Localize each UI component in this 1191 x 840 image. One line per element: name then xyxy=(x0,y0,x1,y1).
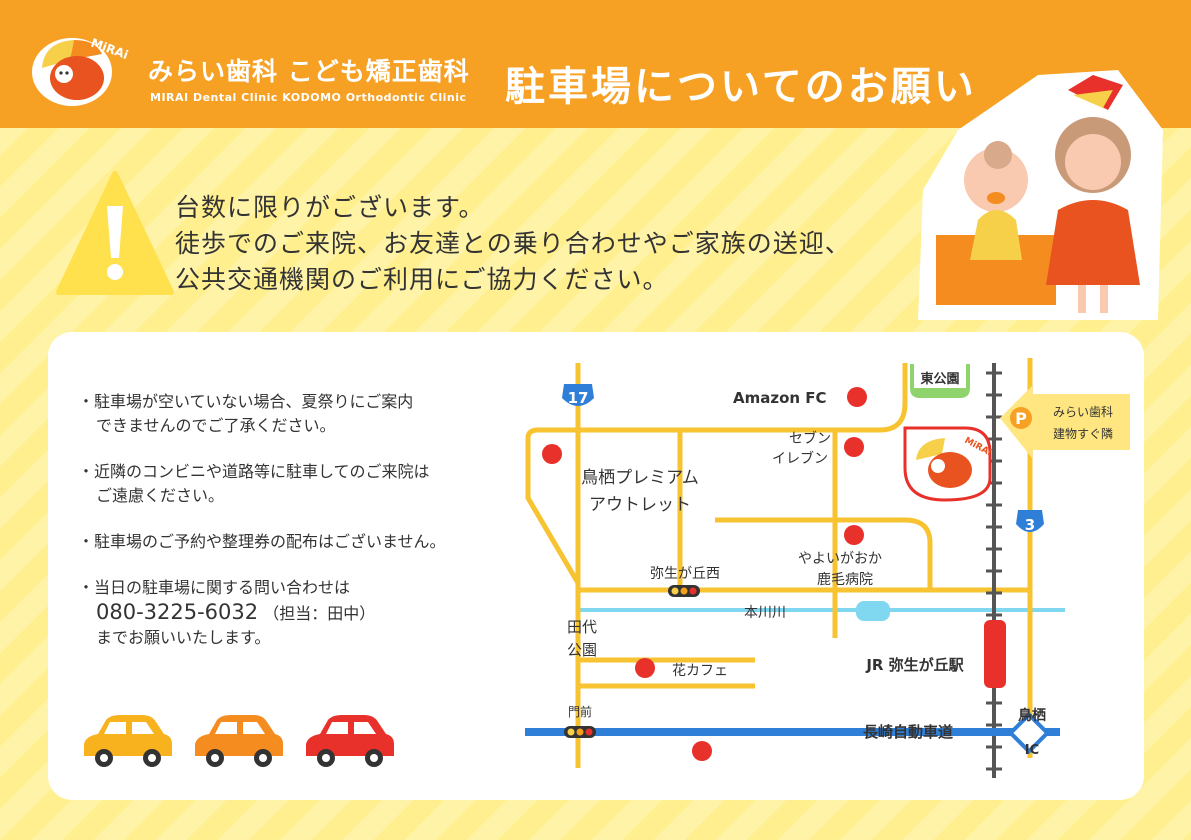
station-icon xyxy=(984,620,1006,688)
parking-callout: P みらい歯科 建物すぐ隣 xyxy=(1000,386,1130,458)
ic-label-2: IC xyxy=(1025,743,1039,758)
seven-label-1: セブン xyxy=(789,430,831,447)
car-icon xyxy=(84,715,172,767)
rule-text: ご遠慮ください。 xyxy=(96,486,225,505)
route-17-icon: 17 xyxy=(562,384,594,407)
hospital-label-2: 鹿毛病院 xyxy=(817,571,873,588)
bridge-icon xyxy=(856,601,890,621)
parking-p-label: P xyxy=(1015,409,1027,428)
contact-phone-line: 080-3225-6032 （担当：田中） xyxy=(78,600,446,626)
seven-label-2: イレブン xyxy=(772,450,828,467)
rule-text: ・駐車場が空いていない場合、夏祭りにご案内 xyxy=(78,392,414,411)
warning-icon xyxy=(56,171,174,295)
amazon-label: Amazon FC xyxy=(733,389,827,407)
outlet-label-1: 鳥栖プレミアム xyxy=(581,468,699,488)
contact-intro: ・当日の駐車場に関する問い合わせは xyxy=(78,578,351,597)
ic-label-1: 鳥栖 xyxy=(1018,707,1046,724)
notice-line: 台数に限りがございます。 xyxy=(175,193,485,222)
notice-text: 台数に限りがございます。 徒歩でのご来院、お友達との乗り合わせやご家族の送迎、 … xyxy=(175,190,851,298)
children-illustration xyxy=(918,70,1163,320)
contact-outro: までお願いいたします。 xyxy=(96,628,271,647)
notice-line: 徒歩でのご来院、お友達との乗り合わせやご家族の送迎、 xyxy=(175,229,851,258)
header-bar: MiRAi みらい歯科 こども矯正歯科 MIRAI Dental Clinic … xyxy=(0,0,1191,128)
east-park: 東公園 xyxy=(910,364,970,398)
rule-item: ・近隣のコンビニや道路等に駐車してのご来院は ご遠慮ください。 xyxy=(78,460,446,508)
traffic-light-icon xyxy=(564,726,596,738)
ic-icon xyxy=(1007,711,1051,755)
expressway-label: 長崎自動車道 xyxy=(863,723,953,741)
clinic-name-en: MIRAI Dental Clinic KODOMO Orthodontic C… xyxy=(150,91,467,104)
rule-item: ・駐車場のご予約や整理券の配布はございません。 xyxy=(78,530,446,554)
monmae-label: 門前 xyxy=(568,704,592,719)
access-map: MiRAi 東公園 P みらい歯科 建物すぐ隣 17 3 xyxy=(525,358,1130,778)
contact-phone: 080-3225-6032 xyxy=(96,600,259,624)
route-3-icon: 3 xyxy=(1016,510,1044,534)
outlet-label-2: アウトレット xyxy=(589,495,691,515)
clinic-logo-icon: MiRAi xyxy=(32,36,130,106)
clinic-name-jp: みらい歯科 こども矯正歯科 xyxy=(148,57,470,86)
yayoi-west-label: 弥生が丘西 xyxy=(650,565,720,582)
park-label-1: 田代 xyxy=(567,618,597,636)
rule-text: ・近隣のコンビニや道路等に駐車してのご来院は xyxy=(78,462,430,481)
car-icon xyxy=(195,715,283,767)
contact-person: （担当：田中） xyxy=(263,604,376,623)
notice-line: 公共交通機関のご利用にご協力ください。 xyxy=(175,265,669,294)
rule-item: ・駐車場が空いていない場合、夏祭りにご案内 できませんのでご了承ください。 xyxy=(78,390,446,438)
roads xyxy=(525,358,1033,768)
rules-list: ・駐車場が空いていない場合、夏祭りにご案内 できませんのでご了承ください。 ・近… xyxy=(78,390,446,672)
cafe-label: 花カフェ xyxy=(672,663,728,679)
car-icon xyxy=(306,715,394,767)
park-label-2: 公園 xyxy=(567,641,597,659)
landmark-spots xyxy=(542,387,867,761)
river-label: 本川川 xyxy=(744,605,786,621)
parking-label-2: 建物すぐ隣 xyxy=(1053,426,1113,441)
rule-text: ・駐車場のご予約や整理券の配布はございません。 xyxy=(78,532,446,551)
railway xyxy=(986,363,1002,778)
cars-illustration xyxy=(84,715,394,767)
hospital-label-1: やよいがおか xyxy=(798,551,882,567)
parking-label-1: みらい歯科 xyxy=(1053,405,1113,419)
contact-item: ・当日の駐車場に関する問い合わせは 080-3225-6032 （担当：田中） … xyxy=(78,576,446,650)
station-label: JR 弥生が丘駅 xyxy=(865,656,964,674)
east-park-label: 東公園 xyxy=(920,371,959,387)
traffic-light-icon xyxy=(668,585,700,597)
clinic-marker-icon: MiRAi xyxy=(903,426,993,502)
rule-text: できませんのでご了承ください。 xyxy=(96,416,336,435)
route-17-label: 17 xyxy=(568,389,589,407)
route-3-label: 3 xyxy=(1025,516,1035,534)
page-title: 駐車場についてのお願い xyxy=(505,64,977,110)
